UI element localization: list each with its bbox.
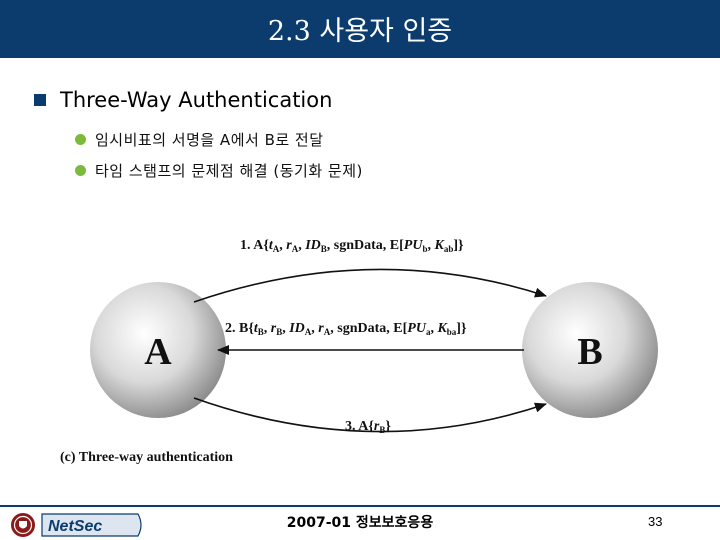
square-bullet-icon [34,94,46,106]
diagram-caption: (c) Three-way authentication [60,450,233,465]
bullet-sub-1-text: 임시비표의 서명을 A에서 B로 전달 [95,130,324,149]
message-3-label: 3. A{rB} [345,419,391,435]
footer-course-title: 2007-01 정보보호응용 [286,515,434,531]
node-b-sphere [522,282,658,418]
message-1-arrow [193,268,547,303]
slide-title: 2.3 사용자 인증 [267,16,453,47]
bullet-main: Three-Way Authentication [34,88,332,112]
footer-divider [0,505,720,507]
bullet-sub-2: 타임 스탬프의 문제점 해결 (동기화 문제) [75,159,363,181]
bullet-sub-2-text: 타임 스탬프의 문제점 해결 (동기화 문제) [95,161,363,180]
university-seal-icon [11,513,35,537]
node-b-label: B [577,331,602,373]
message-2-label: 2. B{tB, rB, IDA, rA, sgnData, E[PUa, Kb… [225,321,467,337]
message-1-label: 1. A{tA, rA, IDB, sgnData, E[PUb, Kab]} [240,238,464,254]
netsec-logo-icon: NetSec [41,513,142,537]
node-a-label: A [144,331,172,373]
title-bar [0,0,720,58]
footer-logo: NetSec [11,513,142,537]
bullet-sub-1: 임시비표의 서명을 A에서 B로 전달 [75,128,324,150]
message-3-arrow [193,397,547,433]
page-number: 33 [648,514,663,529]
circle-bullet-icon [75,164,86,176]
node-a-sphere [90,282,226,418]
bullet-main-text: Three-Way Authentication [60,88,333,112]
circle-bullet-icon [75,133,86,145]
svg-text:NetSec: NetSec [48,518,102,535]
authentication-diagram: A B 1. A{tA, rA, IDB, sgnData, E[PUb, Ka… [60,238,658,465]
